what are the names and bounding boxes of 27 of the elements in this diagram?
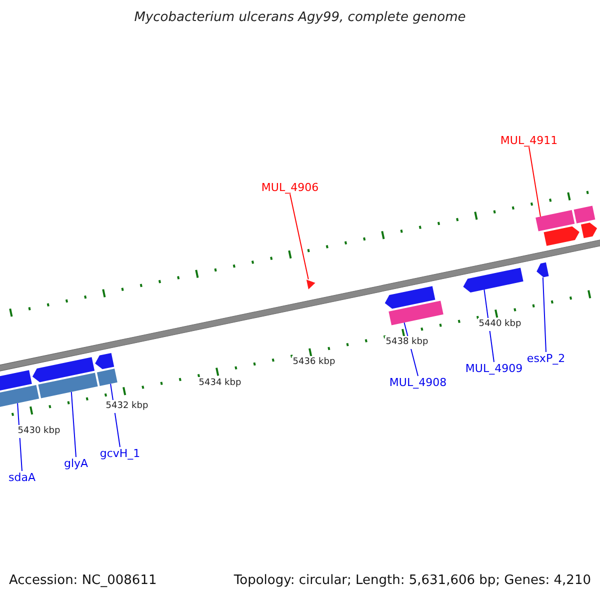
genome-summary: Topology: circular; Length: 5,631,606 bp; Genes: 4,210 (234, 574, 591, 587)
scale-label: 5440 kbp (478, 318, 522, 331)
scale-label: 5432 kbp (104, 400, 150, 413)
gene-label: MUL_4908 (389, 376, 447, 389)
leader-line (542, 276, 546, 352)
gene-bar (0, 384, 40, 408)
scale-label: 5438 kbp (384, 336, 430, 349)
leader-line (290, 194, 309, 280)
gene-bar (388, 300, 444, 326)
scale-label: 5436 kbp (292, 356, 336, 369)
gene-label: sdaA (8, 471, 36, 484)
gene-marker (306, 280, 316, 290)
scale-label: 5434 kbp (198, 377, 242, 390)
gene-label: MUL_4909 (465, 362, 523, 375)
gene-label: glyA (64, 457, 88, 470)
leader-line (70, 391, 76, 458)
accession-text: Accession: NC_008611 (9, 574, 157, 587)
gene-label: gcvH_1 (100, 447, 140, 460)
gene-feature (536, 262, 549, 278)
gene-feature (463, 268, 524, 292)
scale-label: 5430 kbp (16, 425, 62, 438)
gene-label: esxP_2 (526, 352, 566, 365)
gene-label: MUL_4906 (261, 181, 319, 194)
leader-line (528, 146, 541, 218)
gene-bar (96, 368, 118, 386)
title: Mycobacterium ulcerans Agy99, complete genome (134, 10, 466, 26)
gene-label: MUL_4911 (500, 134, 558, 147)
